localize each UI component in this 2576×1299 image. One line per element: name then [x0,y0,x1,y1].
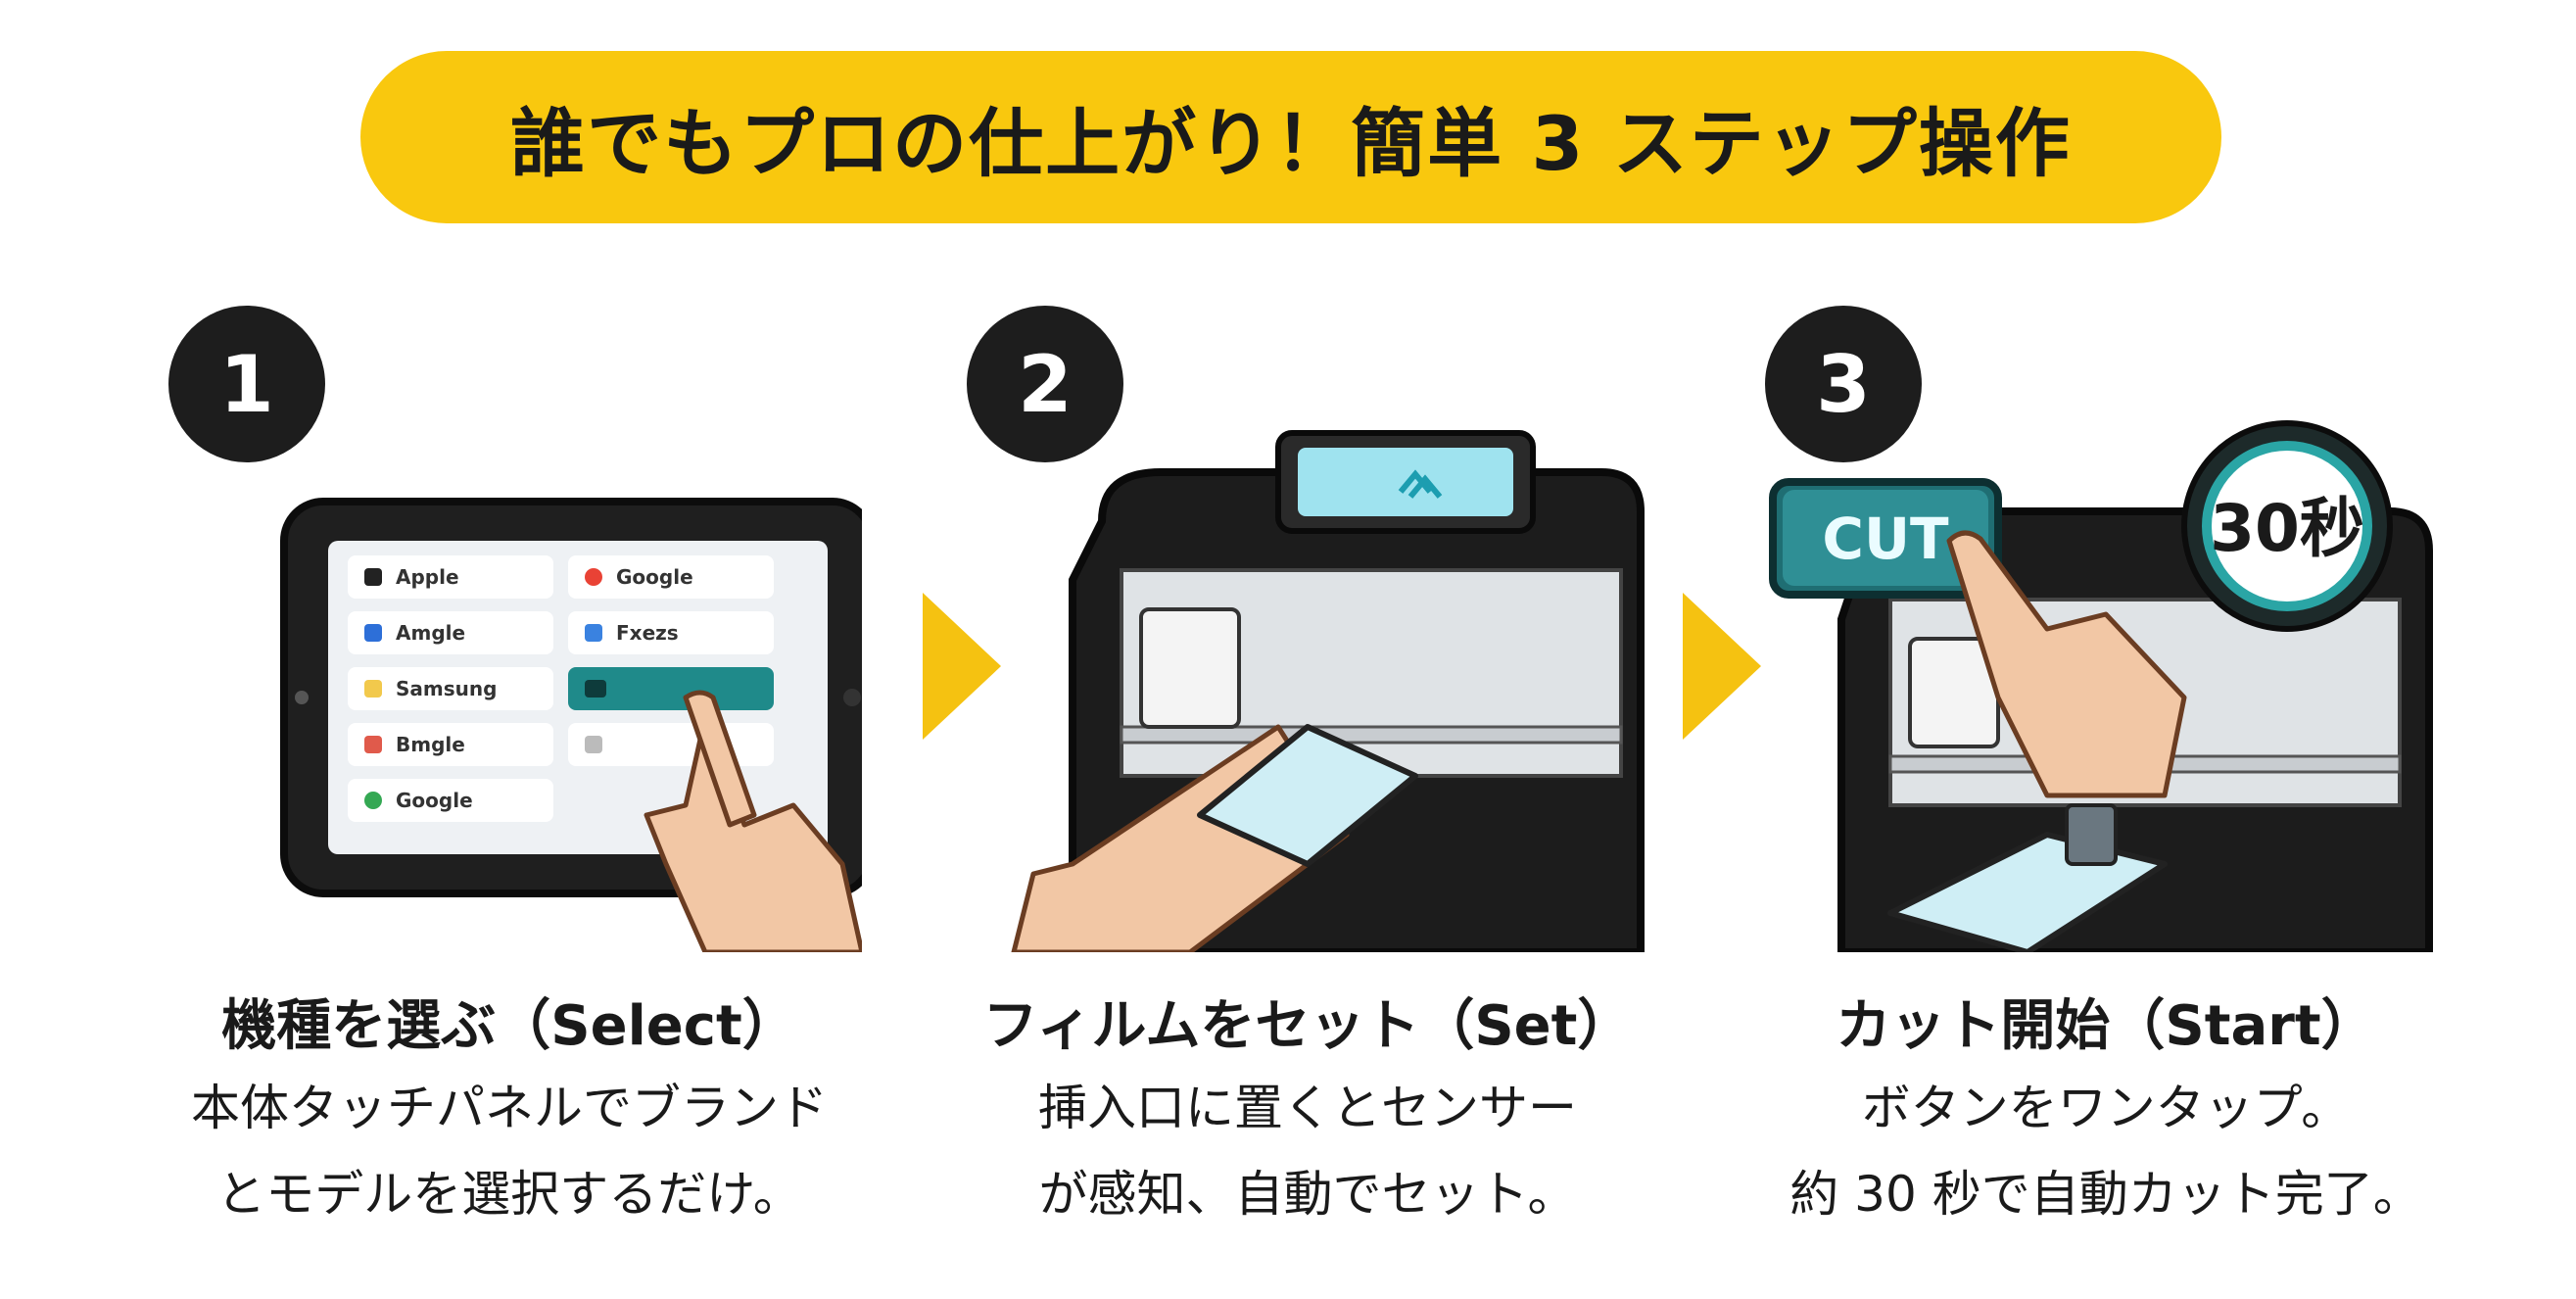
step-description-line: 本体タッチパネルでブランド [191,1080,828,1136]
tablet-item-bmgle: Bmgle [396,733,465,756]
step-number-badge: 1 [168,306,325,462]
cutter-illustration [1011,430,1645,952]
tablet-item-fxezs: Fxezs [616,621,679,645]
timer-label: 30秒 [2210,491,2364,566]
step-description: ボタンをワンタップ。 約 30 秒で自動カット完了。 [1694,1065,2517,1237]
step-3: CUT 30秒 3 カット開始（Start） ボタンをワンタップ。 約 30 秒… [1753,306,2458,1285]
step-2: 2 フィルムをセット（Set） 挿入口に置くとセンサー が感知、自動でセット。 [955,306,1660,1285]
timer-icon: 30秒 [2181,420,2393,632]
tablet-item-google-2: Google [396,789,473,812]
step-number-badge: 3 [1765,306,1922,462]
hand-pointer-icon [1946,530,2187,798]
tablet-illustration: Apple Google Amgle Fxezs Samsung Bmgle G… [280,498,862,952]
arrow-right-icon [923,593,1001,740]
step-description: 挿入口に置くとセンサー が感知、自動でセット。 [896,1065,1719,1237]
step-title: カット開始（Start） [1836,994,2376,1058]
banner-title: 誰でもプロの仕上がり！簡単 3 ステップ操作 [510,100,2072,187]
tablet-item-samsung: Samsung [396,677,497,700]
cut-button-label: CUT [1822,505,1949,572]
cut-button[interactable]: CUT [1769,478,2002,599]
cutter-start-illustration: CUT 30秒 [1769,420,2433,952]
title-banner: 誰でもプロの仕上がり！簡単 3 ステップ操作 [360,51,2221,223]
step-description-line: 約 30 秒で自動カット完了。 [1789,1166,2422,1223]
step-number-badge: 2 [967,306,1123,462]
step-description-line: 挿入口に置くとセンサー [1038,1080,1577,1136]
step-1: Apple Google Amgle Fxezs Samsung Bmgle G… [157,306,862,1285]
step-description: 本体タッチパネルでブランド とモデルを選択するだけ。 [98,1065,921,1237]
step-title: フィルムをセット（Set） [982,994,1633,1058]
hand-pointer-icon [644,690,862,952]
arrow-right-icon [1683,593,1761,740]
step-description-line: が感知、自動でセット。 [1038,1166,1577,1223]
tablet-item-apple: Apple [396,565,459,589]
step-title: 機種を選ぶ（Select） [221,994,797,1058]
step-description-line: ボタンをワンタップ。 [1861,1080,2351,1136]
step-description-line: とモデルを選択するだけ。 [216,1166,802,1223]
tablet-item-amgle: Amgle [396,621,465,645]
tablet-item-google: Google [616,565,693,589]
